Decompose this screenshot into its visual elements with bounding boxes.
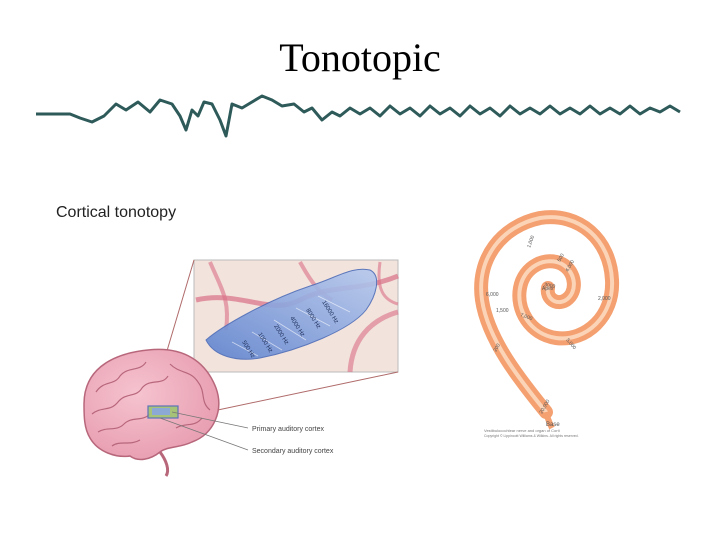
cochlea-frequency-label: 3000	[544, 282, 556, 290]
waveform-divider	[36, 94, 681, 138]
brain-illustration	[83, 348, 220, 477]
cochlea-apex-label: Apex	[542, 286, 554, 292]
figure-caption: Cortical tonotopy	[56, 204, 177, 221]
tonotopic-band	[205, 268, 378, 360]
cortex-panel: 16000 Hz 8000 Hz 4000 Hz 2000 Hz 1000 Hz…	[193, 259, 399, 373]
figure-credit-line1: Vestibulocochlear nerve and organ of Cor…	[484, 428, 560, 433]
cochlea-frequency-label: 2,000	[598, 296, 611, 302]
slide-title: Tonotopic	[279, 35, 441, 80]
cochlea-frequency-label: 1,000	[526, 235, 536, 249]
cochlea-frequency-label: 1,500	[496, 308, 509, 314]
cochlea-frequency-label: 4,000	[565, 259, 577, 273]
cochlea-spiral	[474, 210, 620, 430]
cochlea-frequency-label: 7,000	[519, 312, 533, 322]
cochlea-frequency-label: 500	[557, 253, 566, 263]
figure-credit-line2: Copyright © Lippincott Williams & Wilkin…	[484, 434, 579, 438]
cochlea-frequency-label: 6,000	[486, 292, 499, 298]
primary-auditory-cortex-label: Primary auditory cortex	[252, 426, 324, 433]
cochlea-frequency-label: 200	[493, 343, 502, 353]
cochlea-base-label: Base	[546, 422, 560, 428]
secondary-auditory-cortex-label: Secondary auditory cortex	[252, 448, 334, 455]
